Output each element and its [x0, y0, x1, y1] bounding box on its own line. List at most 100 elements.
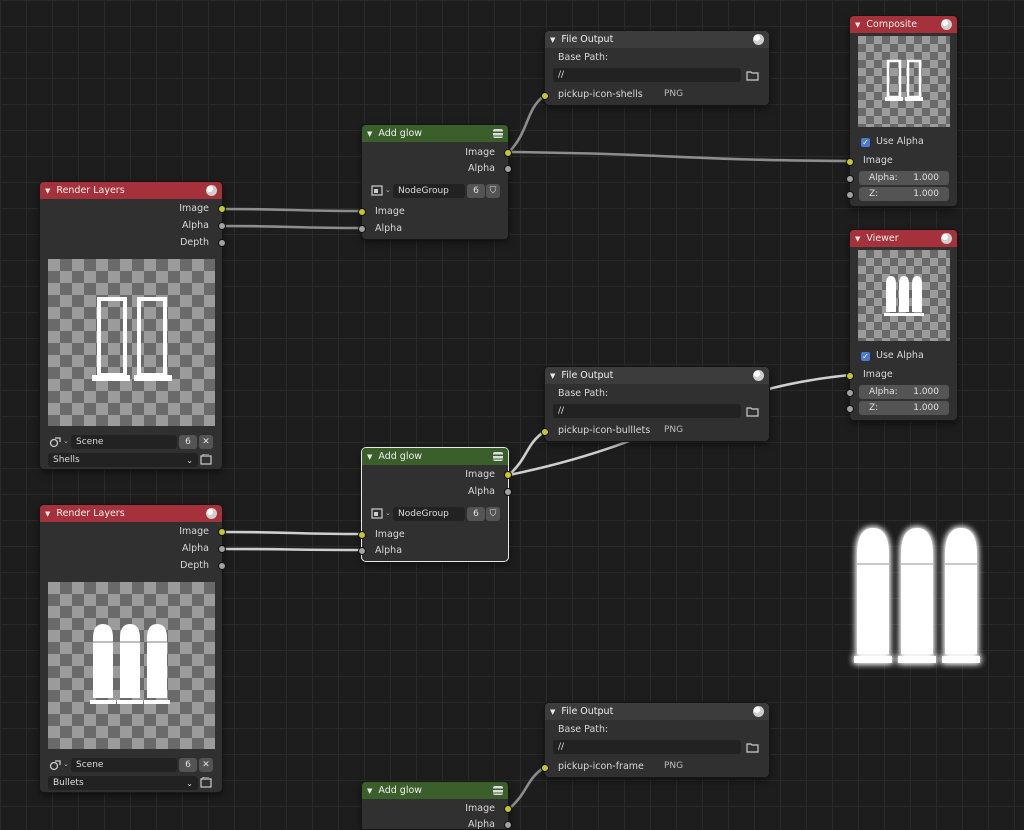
scene-icon[interactable] — [49, 436, 62, 448]
render-icon[interactable] — [206, 508, 217, 519]
input-socket-z[interactable] — [846, 405, 854, 413]
collapse-triangle-icon[interactable]: ▼ — [45, 509, 51, 518]
collapse-triangle-icon[interactable]: ▼ — [367, 786, 373, 795]
output-socket-depth[interactable] — [218, 239, 226, 247]
render-icon[interactable] — [941, 233, 952, 244]
close-icon[interactable]: ✕ — [199, 435, 213, 449]
use-alpha-checkbox[interactable]: ✓ — [861, 352, 870, 361]
folder-icon[interactable] — [746, 741, 759, 753]
node-group-icon[interactable] — [493, 786, 503, 795]
add-glow-node-2[interactable]: ▼ Add glow Image Alpha ⌄ NodeGroup 6 ⛉ I… — [358, 448, 512, 561]
tree-dropdown-chevron-icon[interactable]: ⌄ — [385, 509, 391, 517]
output-socket-image[interactable] — [504, 149, 512, 157]
scene-dropdown-chevron-icon[interactable]: ⌄ — [63, 760, 69, 768]
input-socket-image[interactable] — [358, 208, 366, 216]
node-header[interactable]: ▼ File Output — [545, 31, 769, 48]
node-tree-icon[interactable] — [371, 508, 384, 520]
z-value-field[interactable]: Z:1.000 — [859, 401, 949, 415]
viewer-node[interactable]: ▼ Viewer ✓ Use Alpha Image Alpha:1.000 Z… — [846, 230, 957, 420]
node-header[interactable]: ▼ File Output — [545, 367, 769, 384]
add-glow-node-3[interactable]: ▼ Add glow Image Alpha — [362, 782, 512, 830]
base-path-input[interactable]: // — [553, 740, 741, 754]
base-path-input[interactable]: // — [553, 68, 741, 82]
collapse-triangle-icon[interactable]: ▼ — [550, 707, 556, 716]
z-value-field[interactable]: Z:1.000 — [859, 187, 949, 201]
input-socket-file[interactable] — [541, 428, 549, 436]
node-header[interactable]: ▼ Viewer — [850, 230, 957, 247]
node-header[interactable]: ▼ Add glow — [362, 125, 508, 142]
input-socket-z[interactable] — [846, 191, 854, 199]
input-socket-file[interactable] — [541, 764, 549, 772]
input-socket-alpha[interactable] — [358, 225, 366, 233]
close-icon[interactable]: ✕ — [199, 758, 213, 772]
input-socket-file[interactable] — [541, 92, 549, 100]
output-socket-depth[interactable] — [218, 562, 226, 570]
add-glow-node-1[interactable]: ▼ Add glow Image Alpha ⌄ NodeGroup 6 ⛉ I… — [358, 125, 512, 239]
render-icon[interactable] — [206, 185, 217, 196]
node-header[interactable]: ▼ Add glow — [362, 782, 508, 799]
node-group-icon[interactable] — [493, 129, 503, 138]
base-path-input[interactable]: // — [553, 404, 741, 418]
node-header[interactable]: ▼ Add glow — [362, 448, 508, 465]
render-layers-node-bullets[interactable]: ▼ Render Layers Image Alpha Depth ⌄ Scen… — [40, 505, 226, 792]
node-header[interactable]: ▼ Render Layers — [40, 505, 222, 522]
scene-icon[interactable] — [49, 759, 62, 771]
collapse-triangle-icon[interactable]: ▼ — [855, 20, 861, 29]
scene-users-count[interactable]: 6 — [179, 435, 197, 449]
layer-options-icon[interactable] — [200, 776, 213, 789]
output-socket-alpha[interactable] — [504, 165, 512, 173]
layer-select[interactable]: Shells ⌄ — [48, 453, 198, 467]
node-header[interactable]: ▼ File Output — [545, 703, 769, 720]
fake-user-shield-icon[interactable]: ⛉ — [486, 184, 500, 198]
output-icon[interactable] — [753, 34, 764, 45]
scene-field[interactable]: Scene — [71, 758, 177, 772]
alpha-value-field[interactable]: Alpha:1.000 — [859, 385, 949, 399]
collapse-triangle-icon[interactable]: ▼ — [45, 186, 51, 195]
output-socket-alpha[interactable] — [218, 222, 226, 230]
folder-icon[interactable] — [746, 69, 759, 81]
node-tree-icon[interactable] — [371, 185, 384, 197]
render-layers-node-shells[interactable]: ▼ Render Layers Image Alpha Depth ⌄ Scen… — [40, 182, 226, 469]
node-header[interactable]: ▼ Render Layers — [40, 182, 222, 199]
output-socket-alpha[interactable] — [504, 821, 512, 829]
collapse-triangle-icon[interactable]: ▼ — [550, 35, 556, 44]
input-socket-alpha[interactable] — [846, 389, 854, 397]
tree-dropdown-chevron-icon[interactable]: ⌄ — [385, 186, 391, 194]
output-socket-alpha[interactable] — [504, 488, 512, 496]
file-output-node-1[interactable]: ▼ File Output Base Path: // pickup-icon-… — [541, 31, 769, 105]
output-socket-image[interactable] — [218, 205, 226, 213]
collapse-triangle-icon[interactable]: ▼ — [367, 452, 373, 461]
scene-field[interactable]: Scene — [71, 435, 177, 449]
file-output-node-2[interactable]: ▼ File Output Base Path: // pickup-icon-… — [541, 367, 769, 441]
collapse-triangle-icon[interactable]: ▼ — [367, 129, 373, 138]
use-alpha-checkbox[interactable]: ✓ — [861, 138, 870, 147]
file-output-node-3[interactable]: ▼ File Output Base Path: // pickup-icon-… — [541, 703, 769, 777]
output-icon[interactable] — [753, 706, 764, 717]
input-socket-image[interactable] — [846, 372, 854, 380]
output-socket-alpha[interactable] — [218, 545, 226, 553]
input-socket-alpha[interactable] — [846, 175, 854, 183]
fake-user-shield-icon[interactable]: ⛉ — [486, 507, 500, 521]
node-header[interactable]: ▼ Composite — [850, 16, 957, 33]
composite-node[interactable]: ▼ Composite ✓ Use Alpha Image Alpha:1.00… — [846, 16, 957, 206]
collapse-triangle-icon[interactable]: ▼ — [855, 234, 861, 243]
node-group-icon[interactable] — [493, 452, 503, 461]
alpha-value-field[interactable]: Alpha:1.000 — [859, 171, 949, 185]
collapse-triangle-icon[interactable]: ▼ — [550, 371, 556, 380]
output-socket-image[interactable] — [504, 471, 512, 479]
scene-users-count[interactable]: 6 — [179, 758, 197, 772]
output-socket-image[interactable] — [218, 528, 226, 536]
group-users-count[interactable]: 6 — [467, 507, 485, 521]
input-socket-alpha[interactable] — [358, 547, 366, 555]
layer-select[interactable]: Bullets ⌄ — [48, 776, 198, 790]
scene-dropdown-chevron-icon[interactable]: ⌄ — [63, 437, 69, 445]
input-socket-image[interactable] — [846, 158, 854, 166]
folder-icon[interactable] — [746, 405, 759, 417]
node-group-field[interactable]: NodeGroup — [393, 507, 465, 521]
input-socket-image[interactable] — [358, 531, 366, 539]
output-icon[interactable] — [753, 370, 764, 381]
group-users-count[interactable]: 6 — [467, 184, 485, 198]
output-socket-image[interactable] — [504, 805, 512, 813]
node-group-field[interactable]: NodeGroup — [393, 184, 465, 198]
layer-options-icon[interactable] — [200, 453, 213, 466]
